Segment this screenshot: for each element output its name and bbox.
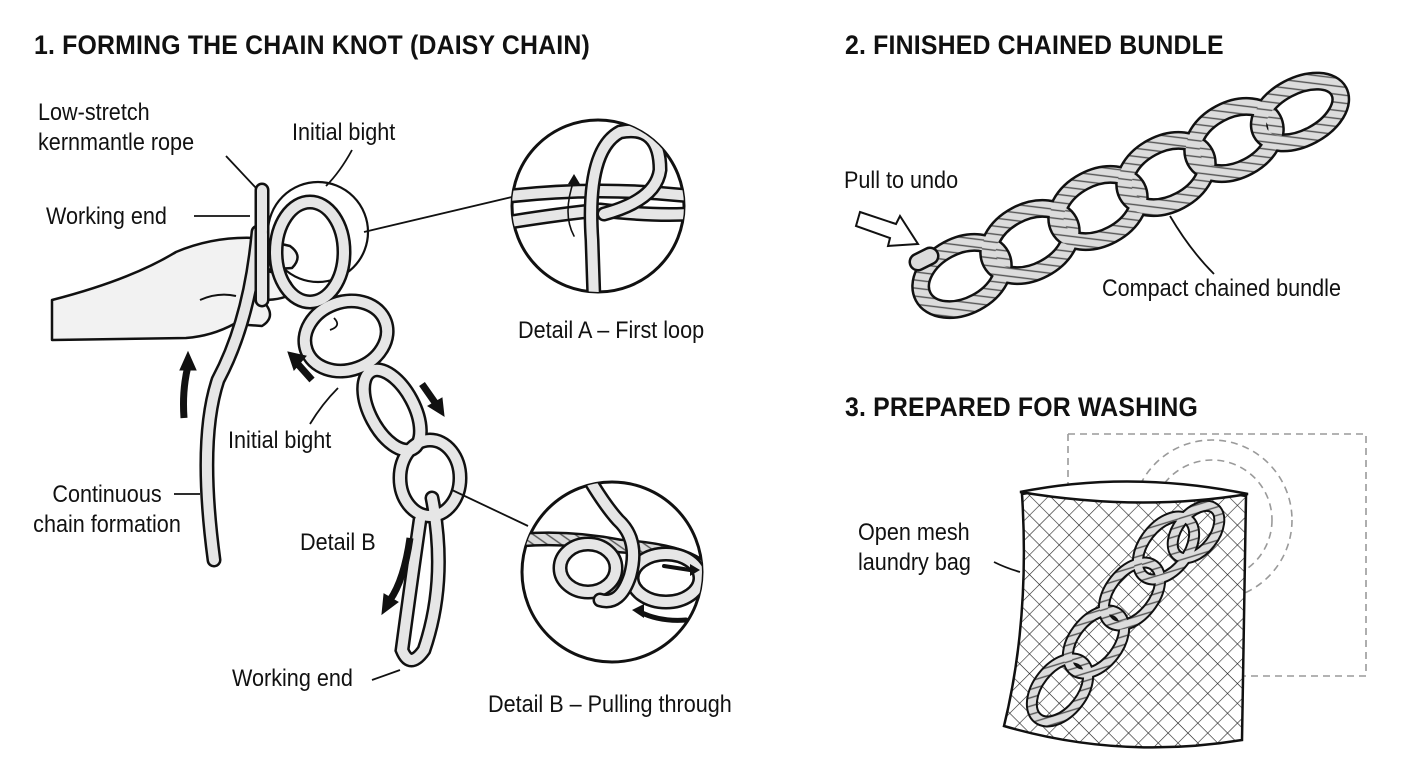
- working-end-bottom-label: Working end: [232, 665, 353, 692]
- initial-bight-mid-label: Initial bight: [228, 427, 332, 454]
- detail-b-inset: [520, 480, 704, 664]
- detail-b-caption: Detail B – Pulling through: [488, 691, 732, 718]
- detail-a-caption: Detail A – First loop: [518, 317, 705, 344]
- pull-to-undo-label: Pull to undo: [844, 167, 959, 194]
- leader-lines: [174, 149, 529, 681]
- working-end-top-label: Working end: [46, 203, 167, 230]
- pull-arrow: [854, 210, 920, 248]
- washing-illustration: [993, 433, 1367, 749]
- bundle-leader-line: [1169, 215, 1215, 275]
- bag-leader-line: [993, 561, 1021, 573]
- finished-bundle-illustration: [854, 71, 1351, 320]
- chain-loops: [268, 194, 468, 668]
- highlight-ring: [266, 180, 370, 284]
- section-3-heading: 3. PREPARED FOR WASHING: [845, 392, 1198, 422]
- detail-a-inset: [510, 118, 686, 294]
- rope-type-label: Low-stretch kernmantle rope: [38, 99, 195, 156]
- direction-arrows: [179, 317, 445, 616]
- section-1-heading: 1. FORMING THE CHAIN KNOT (DAISY CHAIN): [34, 30, 590, 60]
- mesh-bag-label: Open mesh laundry bag: [858, 519, 971, 576]
- bundle-label: Compact chained bundle: [1102, 275, 1341, 302]
- chained-bundle: [908, 71, 1351, 320]
- bundle-in-bag: [1025, 499, 1226, 728]
- continuous-chain-label: Continuous chain formation: [33, 481, 181, 538]
- detail-b-label: Detail B: [300, 529, 376, 556]
- forming-illustration: [50, 118, 704, 681]
- section-2-heading: 2. FINISHED CHAINED BUNDLE: [845, 30, 1224, 60]
- initial-bight-top-label: Initial bight: [292, 119, 396, 146]
